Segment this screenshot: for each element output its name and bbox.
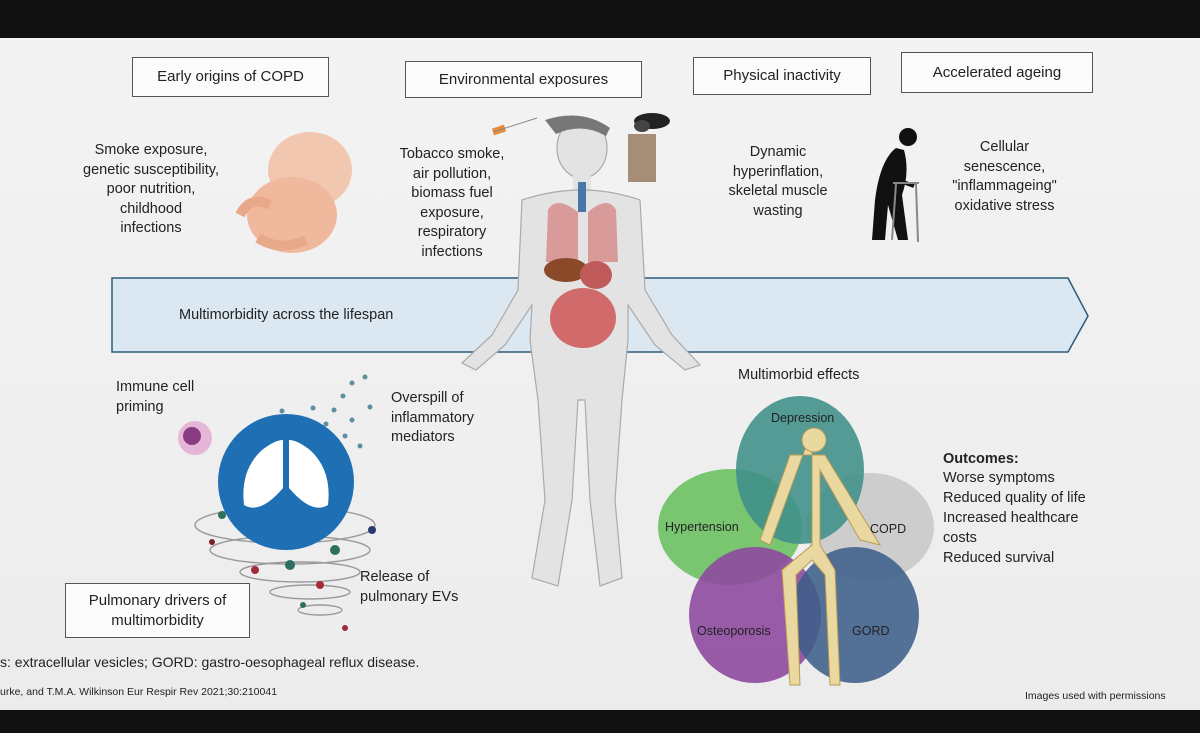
outcomes-title: Outcomes: [943,451,1019,467]
accelerated-ageing-description: Cellular senescence, "inflammageing" oxi… [952,139,1057,214]
early-origins-box: Early origins of COPD [132,57,329,97]
immune-cell-icon [178,421,212,455]
environmental-description: Tobacco smoke, air pollution, biomass fu… [399,146,505,260]
multimorbid-venn [658,396,934,686]
abbreviations-footnote: s: extracellular vesicles; GORD: gastro-… [0,654,420,670]
overspill-label: Overspill of inflammatory mediators [391,390,474,446]
physical-inactivity-description: Dynamic hyperinflation, skeletal muscle … [728,144,828,219]
immune-cell-priming-label: Immune cell priming [116,379,195,415]
ev-particles [209,511,376,631]
depression-petal [736,396,864,544]
osteoporosis-label: Osteoporosis [697,624,771,638]
accelerated-ageing-box: Accelerated ageing [901,52,1093,93]
elderly-person-icon [872,128,919,243]
environmental-exposures-label: Environmental exposures [438,70,609,88]
multimorbid-effects-title: Multimorbid effects [738,367,860,383]
environmental-exposures-box: Environmental exposures [405,61,642,98]
organs-icon [544,182,618,348]
lungs-circle-icon [218,414,354,550]
copd-label: COPD [870,522,907,536]
early-origins-label: Early origins of COPD [157,68,304,86]
factory-smoke-icon [628,113,670,182]
pulmonary-drivers-label: Pulmonary drivers of multimorbidity [88,592,227,629]
hypertension-label: Hypertension [665,520,739,534]
gord-petal [791,547,919,683]
gord-label: GORD [852,624,890,638]
skeleton-icon [759,429,882,686]
lifespan-label: Multimorbidity across the lifespan [179,307,394,323]
cigarette-icon [491,114,539,136]
depression-label: Depression [771,411,835,425]
physical-inactivity-box: Physical inactivity [693,57,871,95]
citation: urke, and T.M.A. Wilkinson Eur Respir Re… [0,686,278,698]
outcomes-list: Worse symptoms Reduced quality of life I… [943,470,1086,566]
early-origins-description: Smoke exposure, genetic susceptibility, … [83,142,219,237]
physical-inactivity-label: Physical inactivity [723,67,841,85]
inflammatory-mediators-dots [279,374,373,449]
fetus-icon [235,132,352,253]
accelerated-ageing-label: Accelerated ageing [932,63,1062,81]
permissions-note: Images used with permissions [1025,690,1166,702]
release-evs-label: Release of pulmonary EVs [360,569,459,605]
pulmonary-drivers-box: Pulmonary drivers of multimorbidity [65,583,250,638]
